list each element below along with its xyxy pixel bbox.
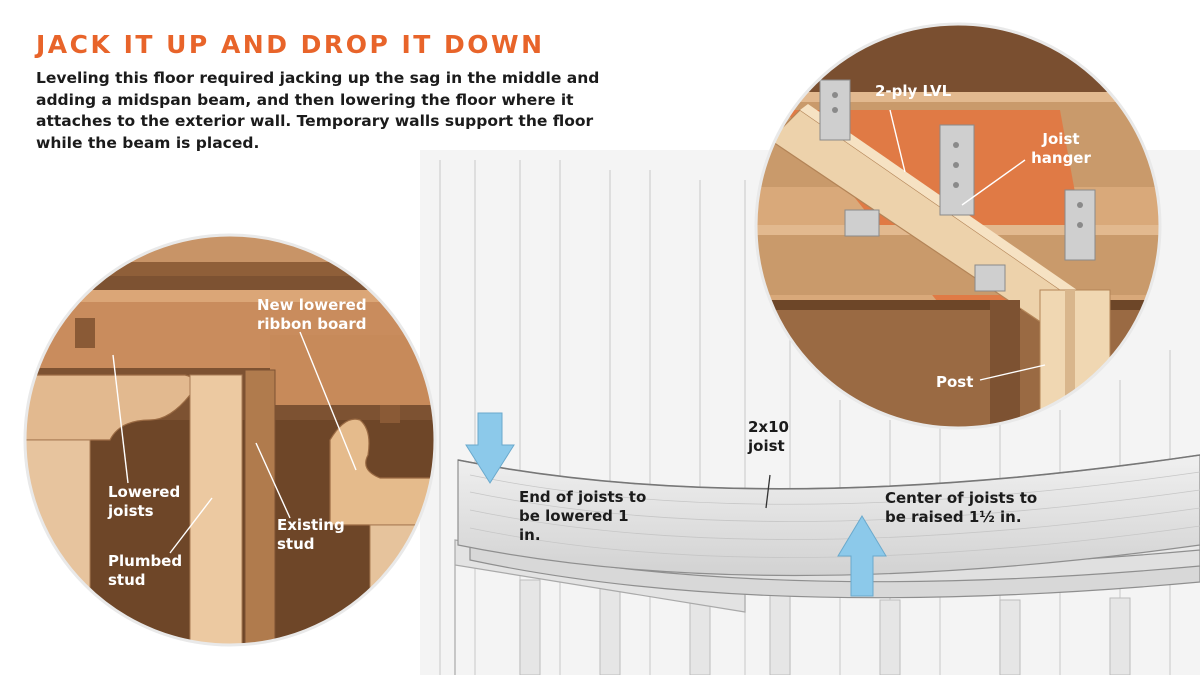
joist-hanger-label: Joist hanger [1031, 130, 1091, 167]
down-arrow [465, 412, 515, 484]
joist-leader-line [765, 474, 771, 509]
lowered-joists-label: Lowered joists [108, 483, 181, 520]
diagram-caption: Leveling this floor required jacking up … [36, 69, 600, 152]
ribbon-board-detail [23, 233, 437, 647]
existing-stud-label: Existing stud [277, 516, 345, 553]
joist-2x10-label: 2x10 joist [748, 418, 789, 455]
end-of-joists-label: End of joists to be lowered 1 in. [519, 488, 647, 544]
up-arrow [837, 515, 887, 597]
two-ply-lvl-label: 2-ply LVL [875, 82, 952, 100]
plumbed-stud-label: Plumbed stud [108, 552, 183, 589]
sagging-joists [457, 454, 1200, 599]
center-of-joists-label: Center of joists to be raised 1½ in. [885, 489, 1038, 526]
page-title: JACK IT UP AND DROP IT DOWN [36, 30, 545, 59]
new-ribbon-board-label: New lowered ribbon board [257, 296, 367, 333]
post-label: Post [936, 373, 974, 391]
lvl-beam-detail [754, 22, 1162, 430]
